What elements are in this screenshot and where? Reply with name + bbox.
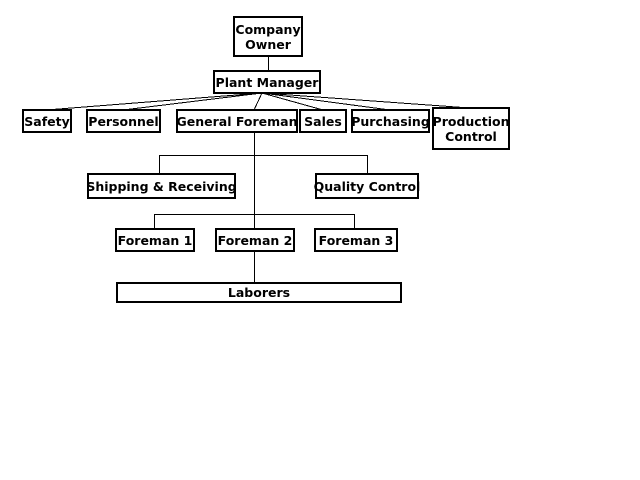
foreman-2-box: Foreman 2 [215,228,295,252]
manager-to-safety-line [45,92,263,111]
company-owner-box: Company Owner [233,16,303,57]
purchasing-label: Purchasing [351,113,430,129]
purchasing-box: Purchasing [351,109,430,133]
laborers-label: Laborers [227,285,291,300]
manager-to-purchasing-line [261,92,391,111]
production-control-label-line1: Production [432,113,510,129]
safety-label: Safety [24,113,70,129]
manager-to-personnel-line [122,92,263,111]
sales-box: Sales [299,109,347,133]
plant-manager-label: Plant Manager [215,74,319,90]
sales-label: Sales [304,113,342,129]
plant-manager-box: Plant Manager [213,70,321,94]
personnel-label: Personnel [88,113,159,129]
quality-control-label: Quality Control [313,178,421,194]
manager-to-production-control-line [261,92,471,109]
foreman-3-box: Foreman 3 [314,228,398,252]
manager-to-sales-line [261,92,324,111]
personnel-box: Personnel [86,109,161,133]
quality-control-box: Quality Control [313,173,421,199]
foreman-1-box: Foreman 1 [115,228,195,252]
production-control-label-line2: Control [445,128,497,144]
foreman-1-label: Foreman 1 [117,232,193,248]
manager-to-general-foreman-line [253,92,263,111]
laborers-box: Laborers [116,282,402,303]
company-owner-label-line1: Company [235,21,301,37]
safety-box: Safety [22,109,72,133]
foreman-3-label: Foreman 3 [318,232,394,248]
general-foreman-box: General Foreman [176,109,298,133]
general-foreman-label: General Foreman [176,113,298,129]
production-control-box: Production Control [432,107,510,150]
shipping-receiving-label: Shipping & Receiving [86,178,237,194]
shipping-receiving-box: Shipping & Receiving [86,173,237,199]
company-owner-label-line2: Owner [245,36,291,52]
foreman-2-label: Foreman 2 [217,232,293,248]
